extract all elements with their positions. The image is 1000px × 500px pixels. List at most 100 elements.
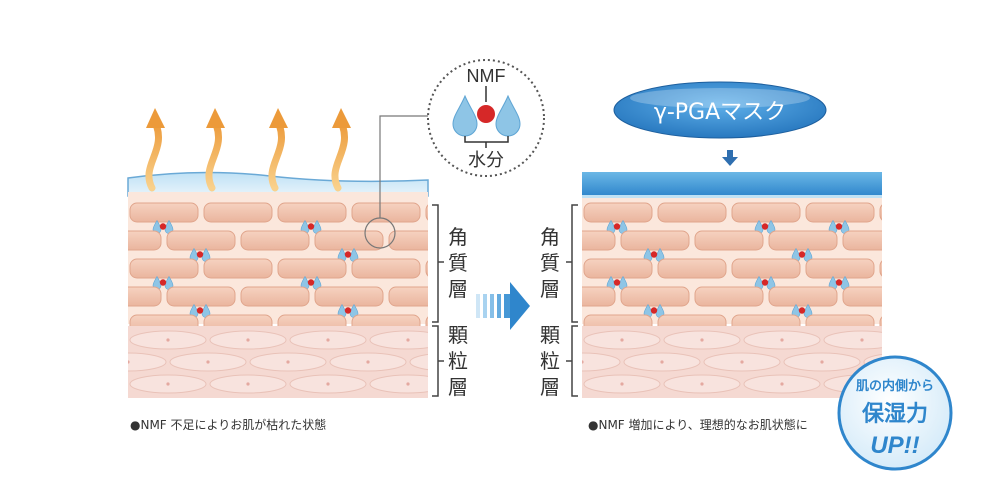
skin-cell (240, 230, 310, 251)
nmf-molecule-icon (307, 223, 315, 230)
cell-nucleus (620, 338, 624, 342)
water-drop-icon (915, 221, 923, 234)
skin-cell (425, 260, 428, 277)
skin-cell (879, 260, 882, 277)
cell-nucleus (366, 360, 370, 364)
skin-cell (657, 202, 727, 223)
water-drop-icon (952, 305, 960, 318)
cell-nucleus (582, 360, 584, 364)
water-drop-icon (952, 249, 960, 262)
water-drop-icon (498, 249, 506, 262)
mask-pill: γ-PGAマスク (613, 81, 827, 139)
skin-cell (954, 203, 1000, 222)
skin-cell (805, 258, 875, 279)
skin-cell (917, 231, 985, 250)
skin-cell (277, 202, 347, 223)
evaporation-arrow-icon (145, 108, 165, 192)
skin-cell (388, 230, 428, 251)
evaporation-arrow-icon (205, 108, 225, 192)
cell-nucleus (326, 338, 330, 342)
nmf-molecule-icon (910, 223, 916, 229)
cell-nucleus (820, 360, 824, 364)
cell-nucleus (780, 382, 784, 386)
cell-nucleus (780, 338, 784, 342)
nmf-molecule-icon (798, 307, 806, 314)
skin-cell (166, 286, 236, 307)
skin-cell (842, 286, 882, 307)
water-drop-icon (940, 305, 948, 318)
skin-cell (351, 258, 421, 279)
skin-cell (768, 286, 838, 307)
nmf-molecule-icon (159, 223, 167, 230)
skin-cell (731, 202, 801, 223)
granular-cell (582, 352, 621, 372)
skin-cell (277, 258, 347, 279)
granular-cell (823, 330, 882, 350)
cell-nucleus (128, 360, 130, 364)
skin-cell (583, 202, 653, 223)
skin-cell (582, 286, 616, 307)
skin-cell (694, 286, 764, 307)
skin-cell (657, 258, 727, 279)
cell-nucleus (700, 382, 704, 386)
skin-cell (954, 315, 1000, 334)
nmf-label: NMF (467, 66, 506, 86)
skin-cell (240, 286, 310, 307)
down-arrow-icon (722, 150, 738, 166)
nmf-molecule-icon (344, 307, 352, 314)
water-drop-icon (486, 249, 494, 262)
left-skin-section (127, 171, 568, 398)
nmf-molecule-icon (650, 251, 658, 258)
cell-nucleus (206, 360, 210, 364)
mask-film (582, 172, 882, 196)
skin-cell (842, 230, 882, 251)
badge-line-1: 肌の内側から (856, 378, 934, 394)
skin-cell (805, 202, 875, 223)
granular-cell (409, 353, 428, 371)
nmf-molecule-icon (344, 251, 352, 258)
nmf-molecule-icon (761, 279, 769, 286)
skin-cell (203, 202, 273, 223)
nmf-molecule-icon (477, 105, 495, 123)
nmf-molecule-icon (761, 223, 769, 230)
water-drop-icon (903, 221, 911, 234)
skin-cell (620, 286, 690, 307)
right-layer-brackets (566, 204, 578, 397)
nmf-molecule-icon (196, 307, 204, 314)
skin-cell (314, 230, 384, 251)
cell-nucleus (406, 338, 410, 342)
skin-cell (879, 316, 882, 333)
skin-cell (582, 230, 616, 251)
water-drop-icon (915, 333, 923, 346)
cell-nucleus (486, 338, 489, 341)
evaporation-arrow-icon (268, 108, 288, 192)
nmf-molecule-icon (650, 307, 658, 314)
cell-nucleus (660, 360, 664, 364)
skin-cell (879, 204, 882, 221)
skin-cell (954, 259, 1000, 278)
skin-cell (388, 286, 428, 307)
left-skin-surface (127, 171, 429, 197)
cell-nucleus (740, 360, 744, 364)
skin-cell (463, 231, 531, 250)
cell-nucleus (620, 382, 624, 386)
water-label: 水分 (468, 150, 504, 171)
nmf-molecule-icon (910, 279, 916, 285)
left-caption: ●NMF 不足によりお肌が枯れた状態 (130, 418, 327, 432)
granular-cell (369, 374, 428, 394)
skin-cell (583, 258, 653, 279)
skin-cell (500, 203, 568, 222)
cell-nucleus (246, 382, 250, 386)
skin-cell (620, 230, 690, 251)
skin-cell (694, 230, 764, 251)
skin-cell (314, 286, 384, 307)
granular-cell (369, 330, 428, 350)
evaporation-arrows (145, 108, 351, 192)
nmf-molecule-icon (910, 335, 916, 341)
cell-nucleus (286, 360, 290, 364)
water-drop-icon (940, 249, 948, 262)
cell-nucleus (326, 382, 330, 386)
cell-nucleus (700, 338, 704, 342)
cell-nucleus (406, 382, 410, 386)
water-drop-icon (903, 277, 911, 290)
